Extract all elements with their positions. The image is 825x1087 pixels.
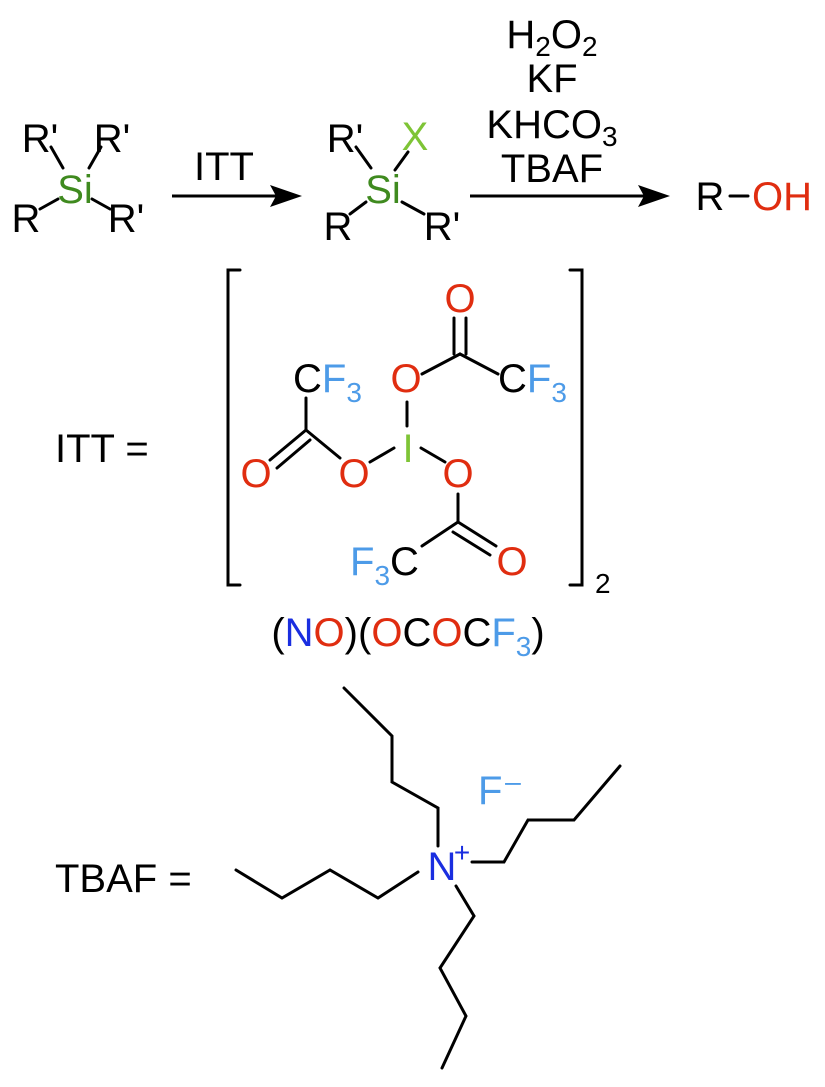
arrow-1-head [270, 185, 302, 207]
itt-bracket-right [568, 268, 584, 587]
itt-right-ester-oxygen: O [442, 452, 473, 496]
itt-left-trifluoromethyl: CF3 [293, 357, 362, 408]
tbaf-fluoride-anion: F⁻ [478, 769, 524, 813]
reagent-potassium-fluoride: KF [526, 57, 577, 101]
reactant-r-prime-bottom-right: R' [108, 197, 145, 241]
itt-bottom-carbonyl-double-bond-b [451, 530, 492, 557]
itt-top-carbonyl-oxygen: O [444, 277, 475, 321]
intermediate-bond-si-r [348, 200, 368, 216]
itt-left-carbonyl-oxygen: O [240, 452, 271, 496]
reaction-arrow-2: H2O2 KF KHCO3 TBAF [470, 13, 670, 207]
intermediate-halogen-x: X [402, 115, 429, 159]
tbaf-butyl-chain-top [342, 686, 440, 848]
tbaf-butyl-chain-right [470, 764, 622, 864]
itt-left-carbonyl-double-bond-b [275, 438, 312, 470]
itt-label: ITT = [55, 427, 149, 471]
reagent-hydrogen-peroxide: H2O2 [506, 13, 597, 62]
itt-left-bond-c-o [304, 428, 342, 460]
reactant-bond-si-rprime-bottom [90, 197, 112, 211]
itt-definition: ITT = 2 I O O CF3 CF3 O O O [55, 268, 611, 662]
itt-bracket-left [226, 268, 242, 587]
itt-top-ester-oxygen: O [390, 357, 421, 401]
reagent-potassium-bicarbonate: KHCO3 [486, 103, 617, 152]
product-hydroxyl: OH [752, 175, 812, 219]
itt-top-trifluoromethyl: CF3 [498, 357, 567, 408]
arrow-1-label-itt: ITT [194, 145, 254, 189]
itt-iodine: I [402, 427, 413, 471]
intermediate-r-prime-top: R' [327, 117, 364, 161]
itt-top-bond-c-cf3 [458, 352, 500, 376]
tbaf-butyl-chain-bottom [438, 884, 476, 1070]
tbaf-butyl-chain-left [234, 868, 420, 900]
tbaf-nitrogen: N [428, 845, 457, 889]
reactant-r: R [12, 197, 41, 241]
reagent-tbaf: TBAF [501, 147, 603, 191]
reactant-bond-si-rprime-right [87, 145, 103, 170]
intermediate-bond-si-rprime [354, 145, 373, 170]
intermediate-r-prime-bottom: R' [424, 205, 461, 249]
itt-bottom-carbonyl-double-bond-a [456, 520, 498, 548]
intermediate-bond-si-x [393, 150, 410, 172]
itt-left-ester-oxygen: O [338, 452, 369, 496]
reactant-bond-si-r [38, 197, 60, 211]
reaction-arrow-1: ITT [172, 145, 302, 207]
itt-bottom-carbonyl-oxygen: O [496, 540, 527, 584]
itt-bottom-bond-c-cf3 [420, 520, 460, 548]
intermediate-halosilane: X R' Si R R' [324, 115, 461, 249]
reactant-silicon: Si [57, 168, 93, 212]
itt-left-carbonyl-double-bond-a [268, 428, 308, 462]
product-alcohol: R OH [696, 175, 812, 219]
itt-bond-i-o-left [368, 446, 396, 464]
intermediate-bond-si-rprime-bottom [400, 200, 426, 216]
product-r: R [696, 175, 725, 219]
reactant-r-prime-top-left: R' [22, 117, 59, 161]
itt-top-bond-o-c [420, 352, 462, 376]
reactant-r-prime-top-right: R' [94, 117, 131, 161]
intermediate-r: R [324, 205, 353, 249]
reactant-tetraalkylsilane: R' R' Si R R' [12, 117, 145, 241]
intermediate-silicon: Si [365, 168, 401, 212]
itt-bracket-subscript: 2 [595, 568, 611, 599]
tbaf-definition: TBAF = N + F⁻ [55, 686, 622, 1070]
itt-bond-i-o-right [419, 446, 447, 464]
arrow-2-head [638, 185, 670, 207]
itt-counterion: (NO)(OCOCF3) [271, 611, 544, 662]
itt-bottom-trifluoromethyl: F3C [350, 540, 419, 591]
reactant-bond-si-rprime-left [49, 145, 65, 170]
tbaf-positive-charge: + [454, 837, 470, 868]
tbaf-label: TBAF = [55, 857, 192, 901]
